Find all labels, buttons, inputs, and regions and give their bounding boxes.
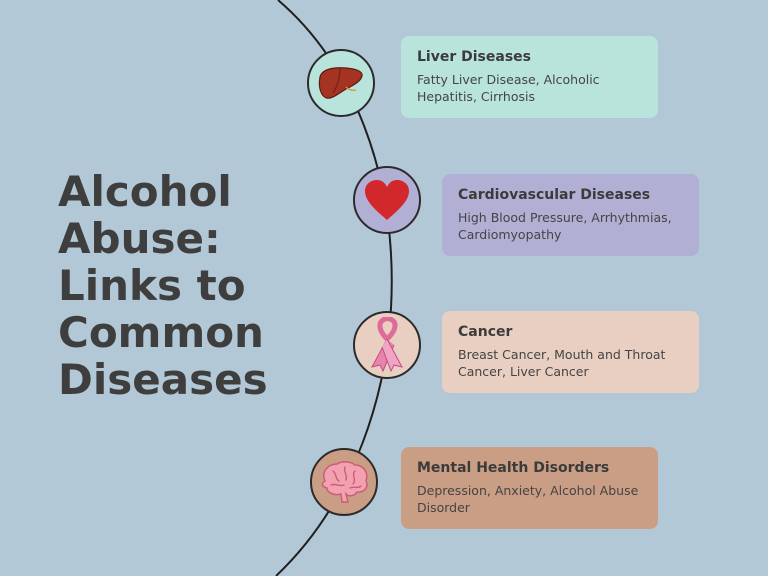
ribbon-node <box>353 311 421 379</box>
liver-icon <box>318 67 363 99</box>
heart-icon <box>365 180 409 220</box>
liver-node <box>307 49 375 117</box>
card-liver-diseases: Liver Diseases Fatty Liver Disease, Alco… <box>401 36 658 118</box>
title-line: Links to <box>58 261 246 310</box>
card-description: Depression, Anxiety, Alcohol Abuse Disor… <box>417 483 639 515</box>
card-description: High Blood Pressure, Arrhythmias, Cardio… <box>458 210 672 242</box>
brain-node <box>310 448 378 516</box>
card-title: Mental Health Disorders <box>417 460 610 476</box>
title-line: Alcohol <box>58 167 232 216</box>
card-cardiovascular-diseases: Cardiovascular Diseases High Blood Press… <box>442 174 699 256</box>
ribbon-icon <box>371 317 403 373</box>
title-line: Diseases <box>58 355 268 404</box>
card-cancer: Cancer Breast Cancer, Mouth and Throat C… <box>442 311 699 393</box>
card-description: Fatty Liver Disease, Alcoholic Hepatitis… <box>417 72 600 104</box>
card-title: Cardiovascular Diseases <box>458 187 651 203</box>
card-description: Breast Cancer, Mouth and Throat Cancer, … <box>458 347 666 379</box>
brain-icon <box>321 461 368 503</box>
heart-node <box>353 166 421 234</box>
card-mental-health-disorders: Mental Health Disorders Depression, Anxi… <box>401 447 658 529</box>
card-title: Liver Diseases <box>417 49 531 65</box>
page-title: Alcohol Abuse: Links to Common Diseases <box>58 168 298 403</box>
title-line: Abuse: <box>58 214 221 263</box>
title-line: Common <box>58 308 264 357</box>
card-title: Cancer <box>458 324 513 340</box>
